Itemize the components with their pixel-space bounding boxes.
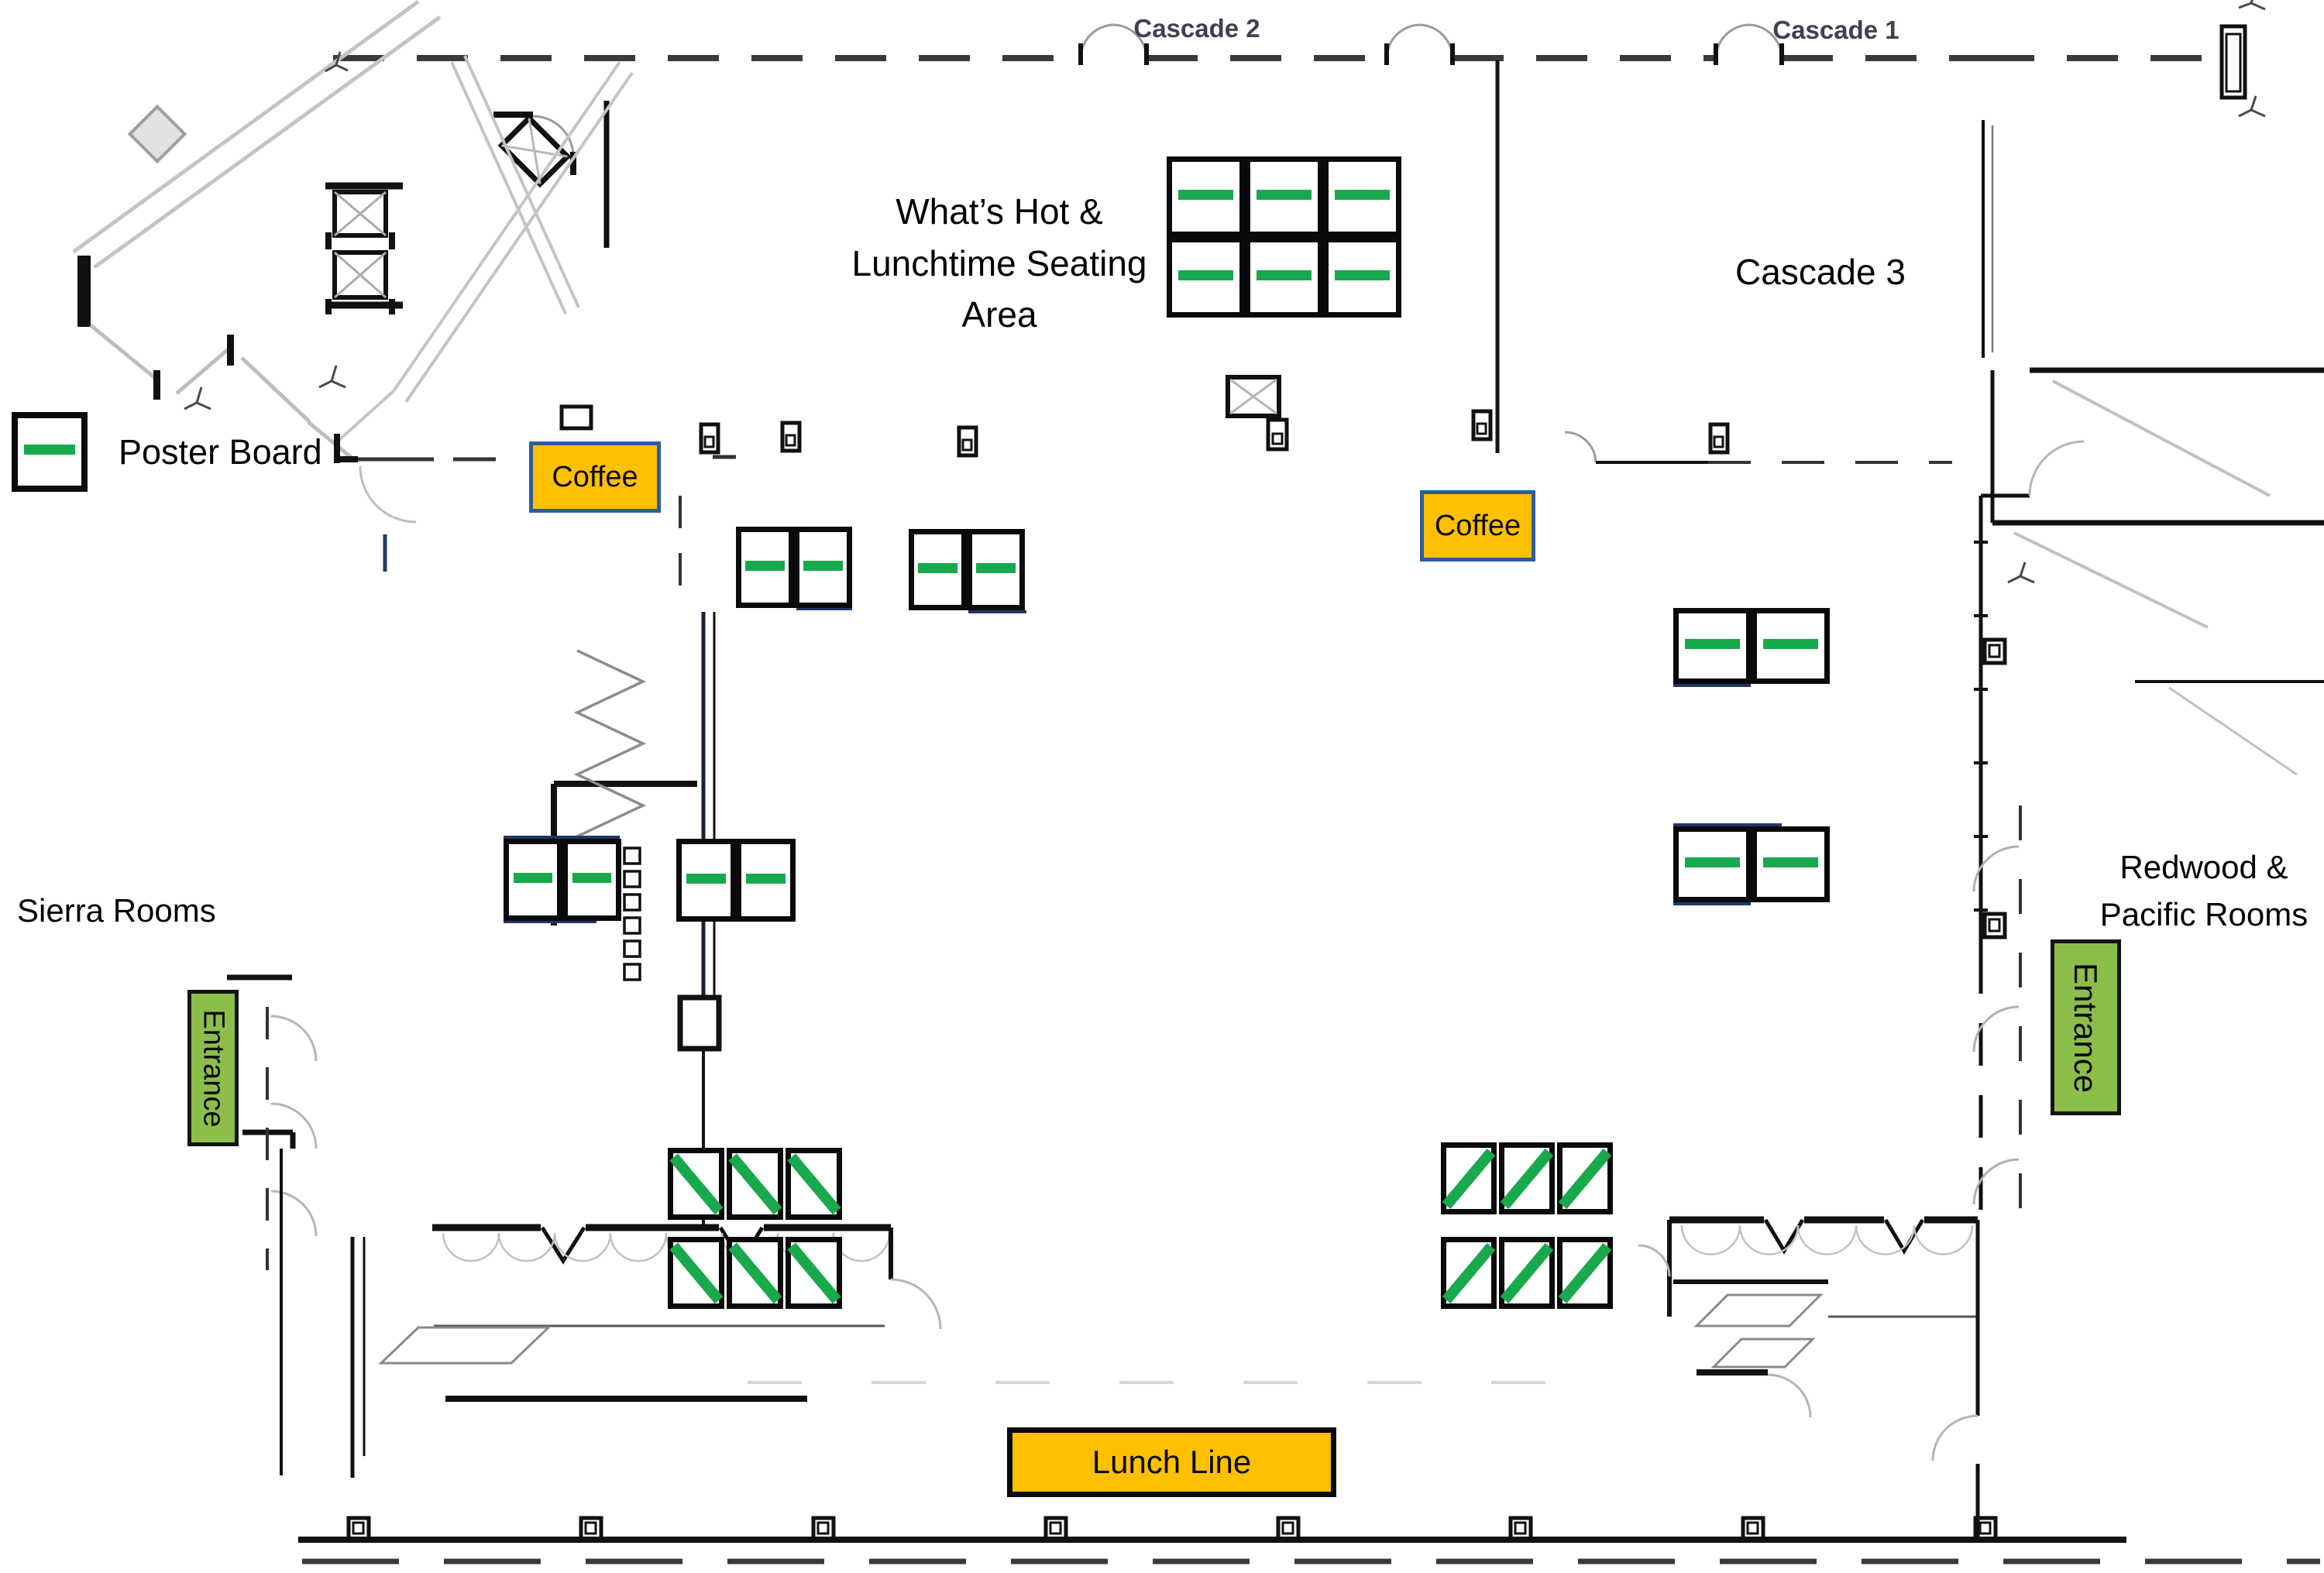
top-left-lobby xyxy=(72,0,634,463)
poster-board-green-line-icon xyxy=(727,1242,782,1303)
northeast-rooms xyxy=(1982,0,2324,776)
label-whats-hot-seating: What’s Hot & Lunchtime Seating Area xyxy=(813,186,1185,341)
poster-board xyxy=(736,839,796,922)
poster-board-green-line-icon xyxy=(976,562,1016,573)
poster-board xyxy=(668,1148,724,1220)
center-closet xyxy=(1226,375,1289,452)
poster-board xyxy=(1245,237,1323,318)
poster-board xyxy=(1673,826,1752,902)
poster-board xyxy=(1323,237,1401,318)
poster-board-green-line-icon xyxy=(1762,639,1819,650)
entrance-right-label: Entrance xyxy=(2068,962,2105,1093)
poster-board xyxy=(1441,1142,1497,1214)
whats-hot-line-1: What’s Hot & xyxy=(896,191,1103,232)
poster-board-green-line-icon xyxy=(1442,1148,1496,1209)
poster-board-green-line-icon xyxy=(1177,190,1234,201)
poster-board xyxy=(1673,608,1752,684)
poster-board-green-line-icon xyxy=(572,873,612,884)
label-cascade-1: Cascade 1 xyxy=(1772,15,1899,44)
poster-board xyxy=(1167,237,1245,318)
entrance-right: Entrance xyxy=(2051,939,2121,1115)
redwood-line-2: Pacific Rooms xyxy=(2099,895,2309,932)
coffee-station-left: Coffee xyxy=(529,441,661,513)
poster-board-green-line-icon xyxy=(1256,270,1312,281)
poster-board xyxy=(1167,156,1245,237)
top-wall xyxy=(333,23,2247,100)
west-entrance-doors xyxy=(227,974,318,1475)
poster-board-green-line-icon xyxy=(727,1153,782,1214)
poster-board-green-line-icon xyxy=(513,873,553,884)
poster-board-green-line-icon xyxy=(745,560,785,571)
east-wall xyxy=(1972,440,2085,1228)
coat-room-southwest xyxy=(350,1221,942,1478)
poster-board xyxy=(1441,1237,1497,1309)
redwood-line-1: Redwood & xyxy=(2119,849,2288,885)
poster-board xyxy=(727,1148,783,1220)
poster-board xyxy=(1557,1237,1613,1309)
poster-board xyxy=(1752,608,1830,684)
poster-board-green-line-icon xyxy=(1177,270,1234,281)
cascade-partition xyxy=(1495,60,1952,464)
poster-board-green-line-icon xyxy=(686,873,727,884)
poster-board-green-line-icon xyxy=(669,1153,724,1214)
coat-room-southeast xyxy=(1638,1214,1984,1537)
poster-board-green-line-icon xyxy=(1500,1148,1554,1209)
poster-board-green-line-icon xyxy=(1334,190,1391,201)
bottom-wall xyxy=(298,1516,2320,1564)
column-markers-top xyxy=(559,404,1730,458)
lunch-line-station: Lunch Line xyxy=(1007,1427,1336,1497)
poster-board xyxy=(562,839,621,921)
poster-board xyxy=(909,529,967,610)
poster-board xyxy=(1245,156,1323,237)
poster-board xyxy=(727,1237,783,1309)
entrance-left-label: Entrance xyxy=(197,1008,230,1128)
label-redwood-pacific-rooms: Redwood & Pacific Rooms xyxy=(2084,844,2324,939)
label-cascade-3: Cascade 3 xyxy=(1735,252,1906,292)
poster-board-green-line-icon xyxy=(1334,270,1391,281)
poster-board xyxy=(1499,1237,1555,1309)
poster-board xyxy=(676,839,736,922)
poster-board-green-line-icon xyxy=(1500,1242,1554,1303)
poster-board xyxy=(1752,826,1830,902)
poster-board xyxy=(786,1148,842,1220)
whats-hot-line-2: Lunchtime Seating xyxy=(851,242,1147,283)
label-sierra-rooms: Sierra Rooms xyxy=(17,892,216,929)
coffee-left-label: Coffee xyxy=(552,460,638,493)
poster-board-green-line-icon xyxy=(745,873,786,884)
coffee-station-right: Coffee xyxy=(1420,490,1535,562)
poster-board-green-line-icon xyxy=(1684,857,1741,868)
entrance-left: Entrance xyxy=(187,990,239,1146)
navy-accents xyxy=(504,607,1782,923)
poster-board xyxy=(504,839,562,921)
poster-board-green-line-icon xyxy=(1762,857,1819,868)
poster-board xyxy=(967,529,1025,610)
poster-board-green-line-icon xyxy=(786,1242,841,1303)
poster-board xyxy=(736,527,794,608)
poster-board xyxy=(794,527,852,608)
coffee-right-label: Coffee xyxy=(1434,509,1521,542)
poster-board xyxy=(668,1237,724,1309)
legend-label: Poster Board xyxy=(119,432,322,472)
poster-board-green-line-icon xyxy=(669,1242,724,1303)
poster-board xyxy=(786,1237,842,1309)
poster-board xyxy=(1557,1142,1613,1214)
poster-board-green-line-icon xyxy=(1558,1242,1612,1303)
poster-board-green-line-icon xyxy=(1684,639,1741,650)
poster-board-green-line-icon xyxy=(1558,1148,1612,1209)
label-cascade-2: Cascade 2 xyxy=(1133,14,1260,43)
poster-board-green-line-icon xyxy=(24,445,75,455)
legend-poster-board-swatch xyxy=(12,412,88,492)
hall-northwest-corner xyxy=(334,434,736,572)
lunch-line-label: Lunch Line xyxy=(1092,1444,1252,1480)
poster-board-green-line-icon xyxy=(1256,190,1312,201)
poster-board xyxy=(1323,156,1401,237)
poster-board xyxy=(1499,1142,1555,1214)
poster-board-green-line-icon xyxy=(803,560,843,571)
whats-hot-line-3: Area xyxy=(961,294,1037,335)
poster-board-green-line-icon xyxy=(1442,1242,1496,1303)
poster-board-green-line-icon xyxy=(786,1153,841,1214)
poster-board-green-line-icon xyxy=(918,562,957,573)
